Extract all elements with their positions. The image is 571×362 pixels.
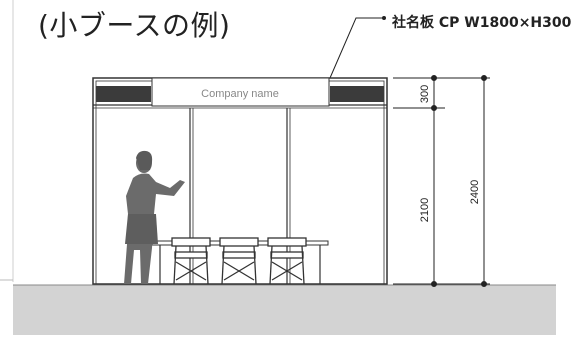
dimension-lines xyxy=(393,75,490,287)
dimension-label-wall: 2100 xyxy=(419,198,431,222)
signboard-panel-text: Company name xyxy=(201,88,279,100)
floor xyxy=(13,285,556,335)
callout-leader-line xyxy=(329,17,384,79)
booth-elevation-drawing: Company name xyxy=(0,0,556,335)
person-silhouette xyxy=(124,150,185,284)
chair xyxy=(219,237,259,285)
page-title: (小ブースの例) xyxy=(38,9,231,42)
chair xyxy=(171,237,211,285)
dimension-label-total: 2400 xyxy=(469,180,481,204)
signboard-callout-label: 社名板 CP W1800×H300 xyxy=(392,15,571,31)
signboard-panel xyxy=(151,77,330,107)
dimension-label-signboard: 300 xyxy=(419,85,431,103)
chair xyxy=(267,237,307,285)
